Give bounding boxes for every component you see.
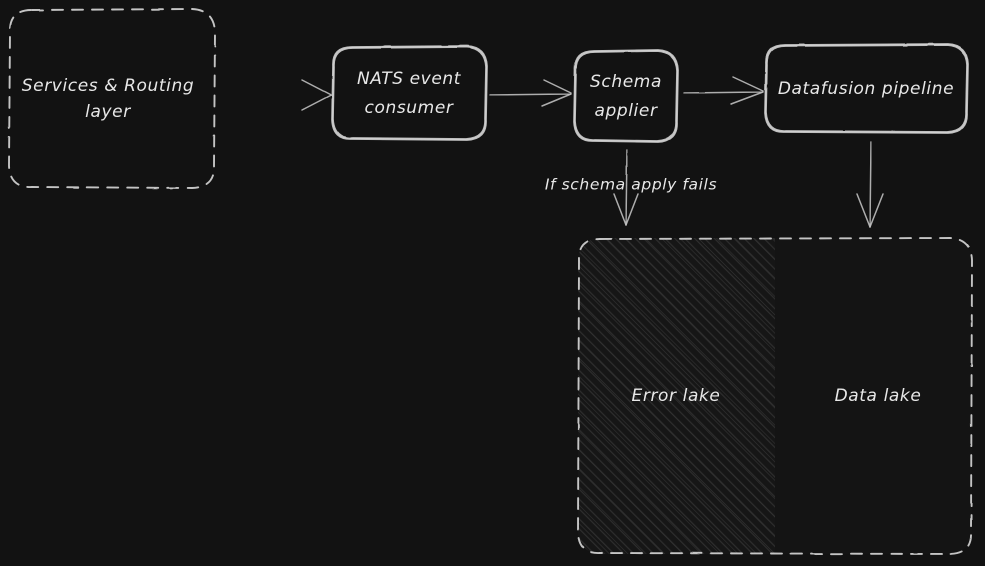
- node-services-routing-layer[interactable]: Services & Routing layer: [8, 8, 216, 189]
- if-schema-apply-fails-label: If schema apply fails: [545, 176, 717, 194]
- data-lake-label: Data lake: [835, 386, 922, 406]
- edge-schema-to-datafusion: [683, 76, 764, 105]
- datafusion-pipeline-border-second-pass: [765, 44, 968, 133]
- node-nats-event-consumer[interactable]: NATS event consumer: [331, 45, 488, 141]
- data-lake-fill: [775, 238, 972, 554]
- edge-schema-to-error-lake: [613, 149, 639, 226]
- nats-event-consumer-label-line2: consumer: [365, 98, 454, 118]
- edge-services-to-nats: [229, 79, 332, 111]
- edge-datafusion-to-data-lake: [856, 141, 884, 228]
- services-routing-layer-label-line1: Services & Routing: [22, 76, 195, 96]
- services-routing-layer-border: [8, 8, 216, 189]
- lake-container-border: [577, 237, 973, 555]
- schema-applier-label-line1: Schema: [590, 72, 662, 92]
- datafusion-pipeline-label-line1: Datafusion pipeline: [778, 79, 954, 99]
- node-datafusion-pipeline[interactable]: Datafusion pipeline: [764, 43, 969, 134]
- error-lake-label: Error lake: [632, 386, 721, 406]
- nats-event-consumer-border-second-pass: [332, 46, 487, 140]
- edge-nats-to-schema: [489, 79, 572, 107]
- nats-event-consumer-border: [331, 45, 488, 141]
- error-lake-fill-overlay: [578, 238, 775, 554]
- lake-container-group: [577, 237, 973, 555]
- node-schema-applier[interactable]: Schema applier: [573, 49, 679, 143]
- schema-applier-label-line2: applier: [594, 101, 658, 121]
- schema-applier-border-second-pass: [574, 50, 678, 142]
- schema-applier-border: [573, 49, 679, 143]
- services-routing-layer-label-line2: layer: [85, 102, 131, 122]
- nats-event-consumer-label-line1: NATS event: [357, 69, 462, 89]
- datafusion-pipeline-border: [764, 43, 969, 134]
